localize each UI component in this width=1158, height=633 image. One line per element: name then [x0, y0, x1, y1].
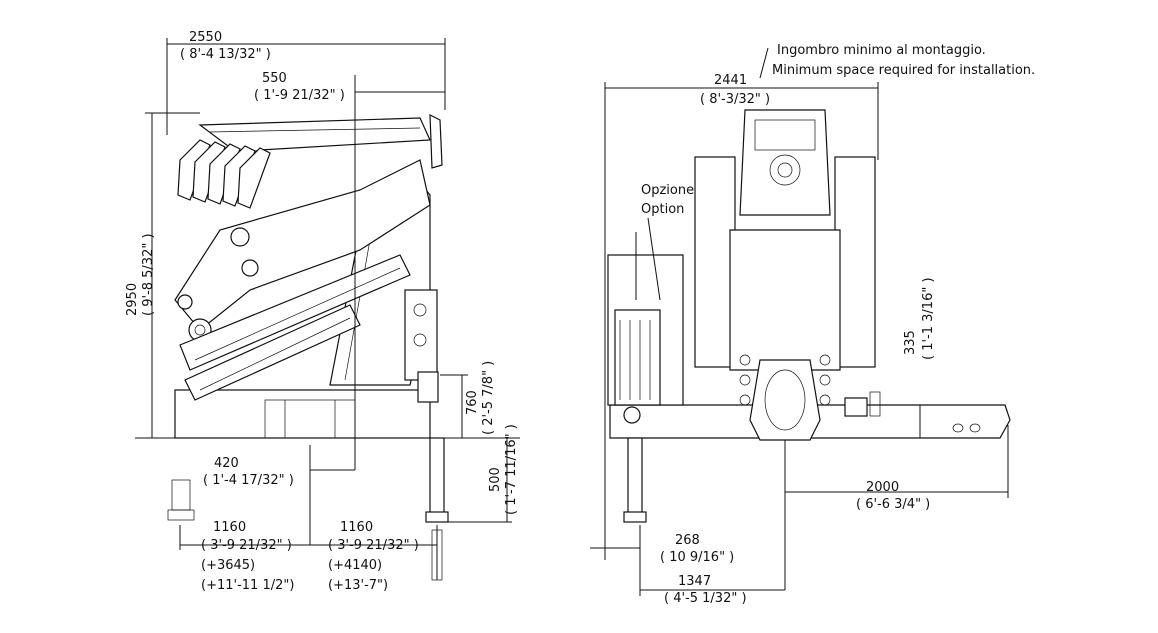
install-note-italian: Ingombro minimo al montaggio.: [777, 43, 986, 58]
dim-500-value: 500: [488, 467, 503, 492]
dim-2550-imperial: ( 8'-4 13/32" ): [180, 47, 271, 62]
side-view-crane: [167, 114, 449, 581]
dim-1160-right-ext-imperial: (+13'-7"): [328, 578, 388, 593]
dim-335-imperial: ( 1'-1 3/16" ): [921, 277, 936, 360]
dim-500-imperial: ( 1'-7 11/16" ): [504, 424, 519, 515]
front-view-dimensions: [590, 47, 1009, 596]
install-note-english: Minimum space required for installation.: [772, 63, 1035, 78]
dim-760-imperial: ( 2'-5 7/8" ): [481, 361, 496, 435]
dim-2441-value: 2441: [714, 73, 747, 88]
dim-2950-imperial: ( 9'-8 5/32" ): [141, 233, 156, 316]
dim-1160-right-ext-mm: (+4140): [328, 558, 382, 573]
option-label-italian: Opzione: [641, 183, 694, 198]
dim-2950-value: 2950: [125, 283, 140, 316]
dim-760-value: 760: [465, 390, 480, 415]
folded-jib-sections: [177, 139, 271, 209]
dim-2000-value: 2000: [866, 480, 899, 495]
side-view-dimensions: [135, 38, 520, 580]
dim-2550-value: 2550: [189, 30, 222, 45]
dim-1347-imperial: ( 4'-5 1/32" ): [664, 591, 747, 606]
dim-2441-imperial: ( 8'-3/32" ): [700, 92, 770, 107]
dim-550-imperial: ( 1'-9 21/32" ): [254, 88, 345, 103]
dim-1160-right-value: 1160: [340, 520, 373, 535]
dim-1347-value: 1347: [678, 574, 711, 589]
dim-268-value: 268: [675, 533, 700, 548]
dim-1160-left-ext-imperial: (+11'-11 1/2"): [201, 578, 294, 593]
dim-335-value: 335: [903, 330, 918, 355]
dim-550-value: 550: [262, 71, 287, 86]
dim-1160-right-imperial: ( 3'-9 21/32" ): [328, 538, 419, 553]
dim-420-imperial: ( 1'-4 17/32" ): [203, 473, 294, 488]
dim-1160-left-imperial: ( 3'-9 21/32" ): [201, 538, 292, 553]
dim-268-imperial: ( 10 9/16" ): [660, 550, 734, 565]
dim-1160-left-value: 1160: [213, 520, 246, 535]
dim-2000-imperial: ( 6'-6 3/4" ): [856, 497, 930, 512]
dim-1160-left-ext-mm: (+3645): [201, 558, 255, 573]
dim-420-value: 420: [214, 456, 239, 471]
option-label-english: Option: [641, 202, 684, 217]
front-view-crane: [607, 109, 1011, 523]
